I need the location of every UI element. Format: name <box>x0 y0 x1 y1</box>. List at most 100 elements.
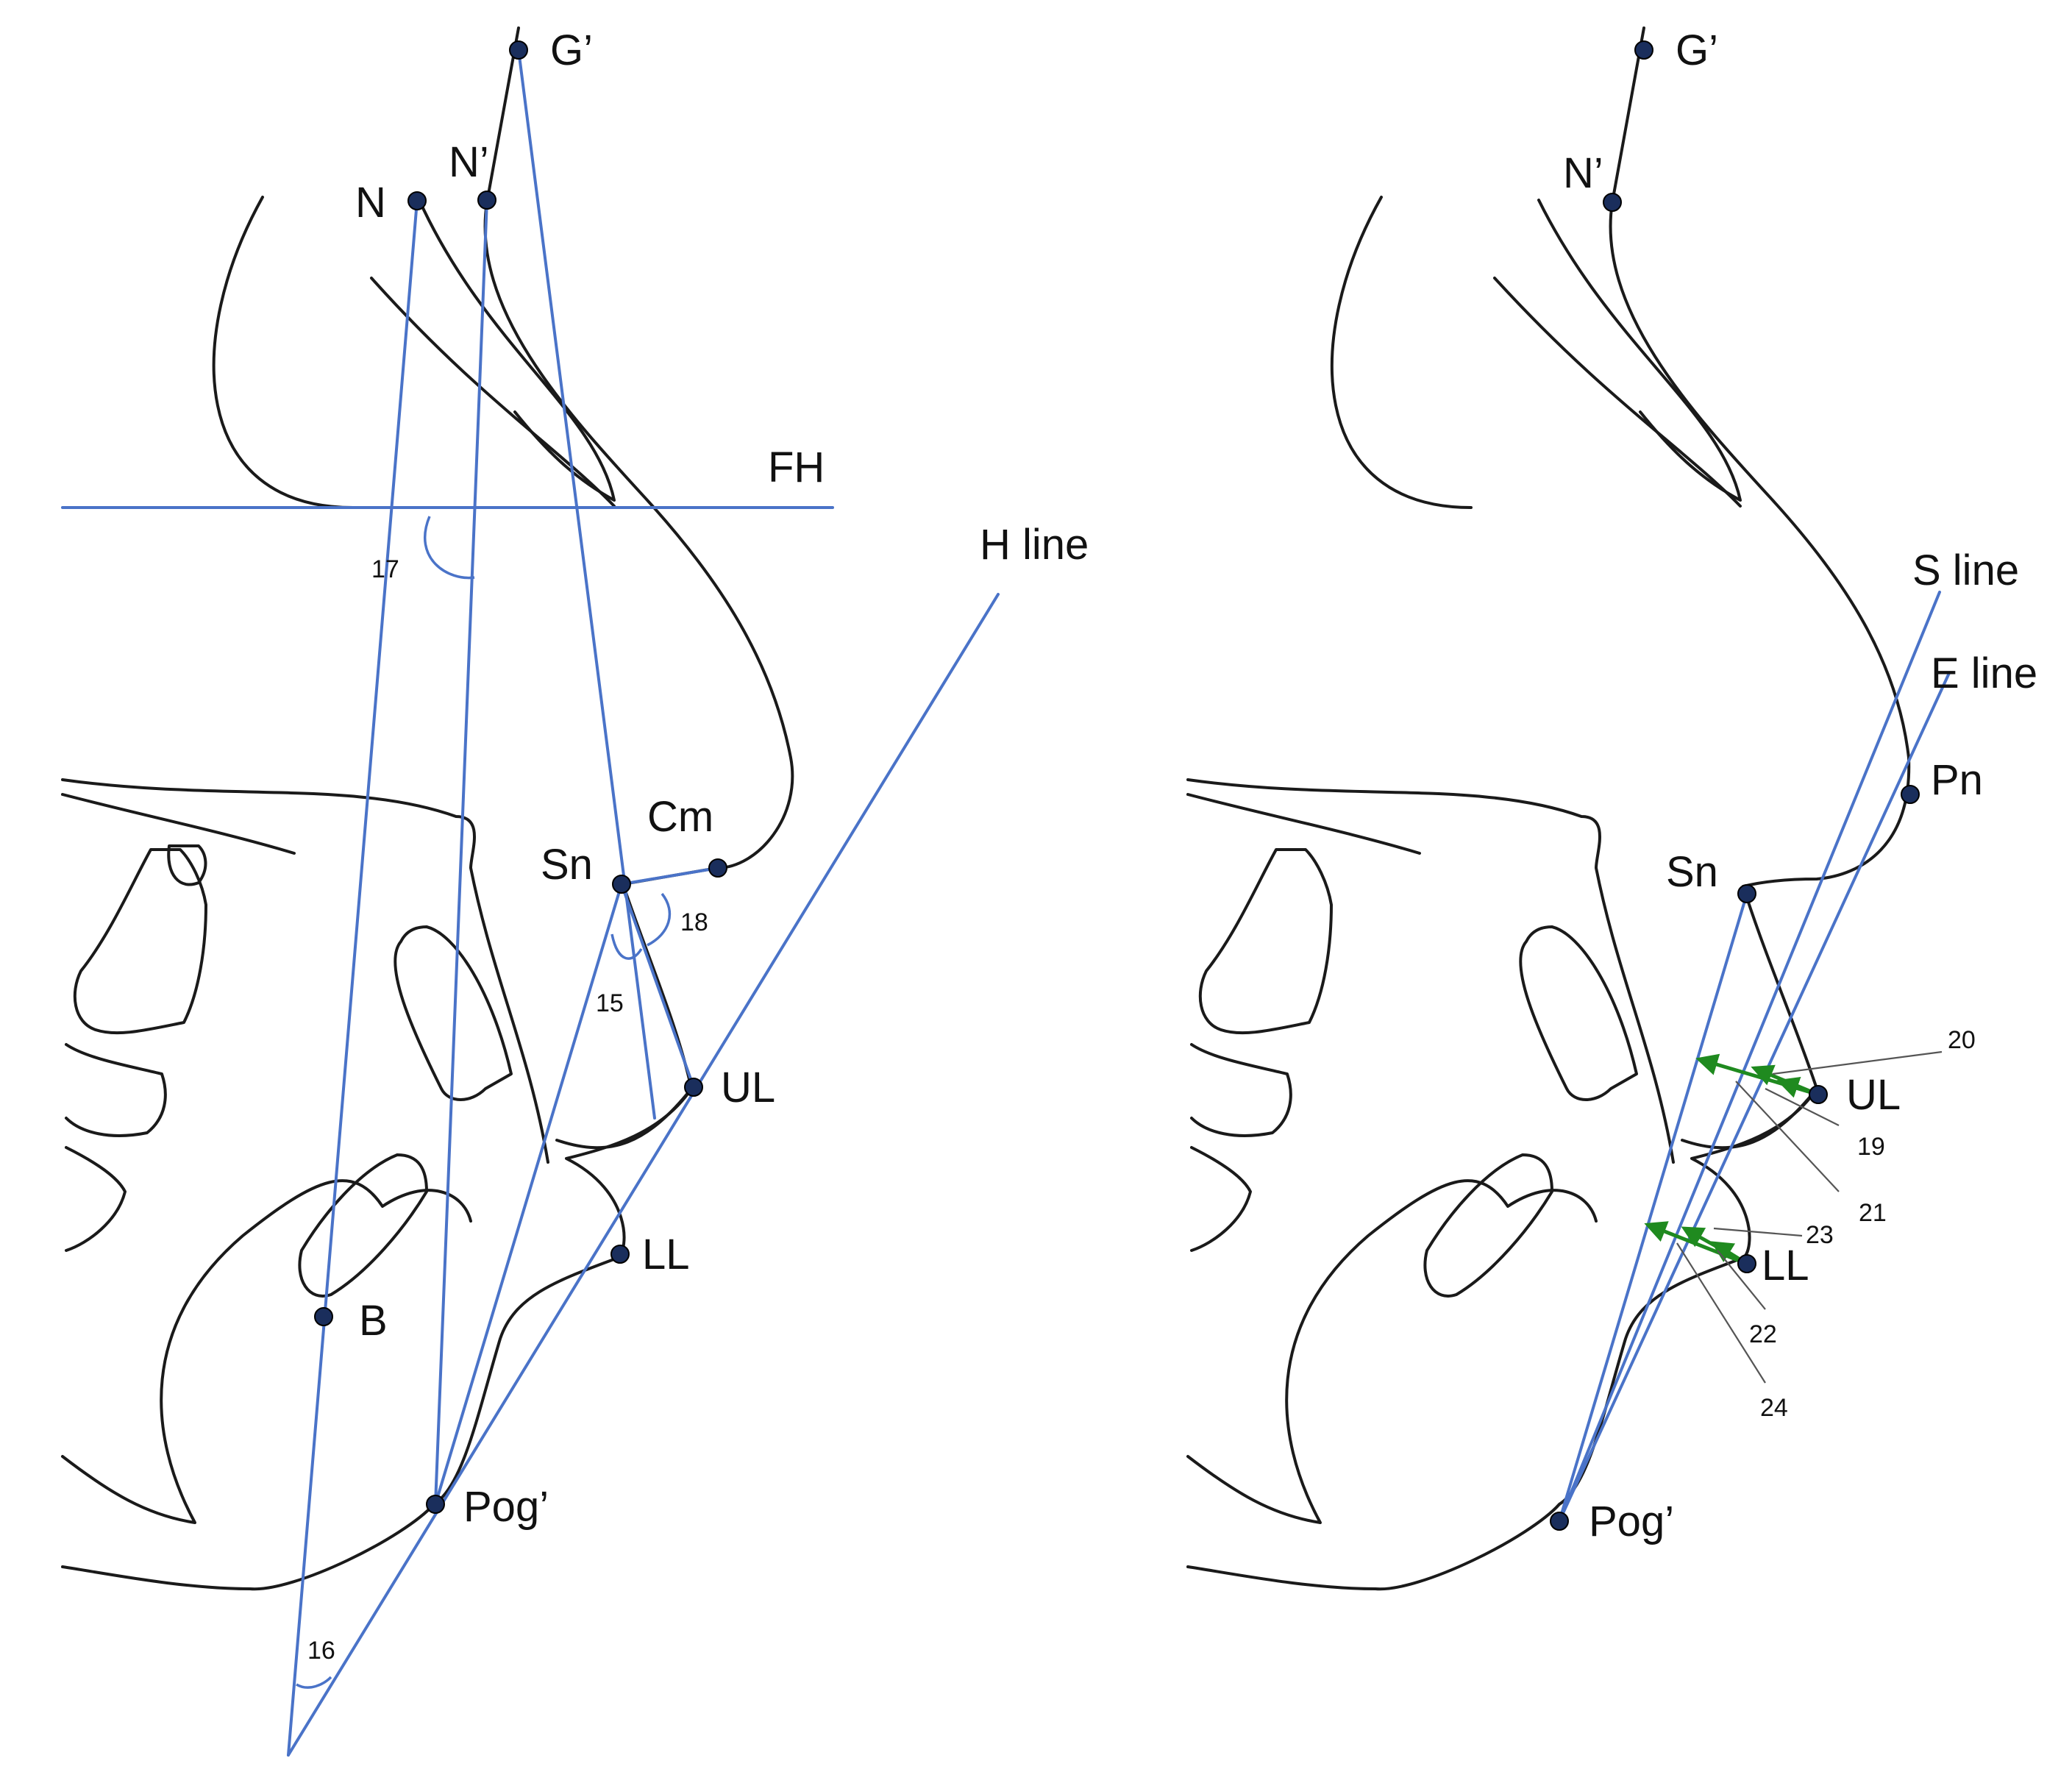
left-label-angle-15: 15 <box>596 989 624 1017</box>
g-ul-line <box>517 49 656 1120</box>
left-labels: G’ N N’ FH H line Cm Sn UL LL B Pog’ 17 … <box>307 26 1089 1665</box>
left-label-angle-18: 18 <box>680 908 708 936</box>
left-point-sn <box>612 875 631 894</box>
leader-19 <box>1765 1088 1840 1126</box>
right-point-pn <box>1901 785 1920 804</box>
right-facial-profile <box>1186 26 1911 1591</box>
right-maxilla-lower <box>1186 793 1421 855</box>
right-label-pn: Pn <box>1931 756 1983 804</box>
right-anatomy-outline <box>1186 26 1911 1591</box>
sn-pog-line <box>434 883 623 1506</box>
right-point-sn <box>1737 884 1756 903</box>
right-label-ul: UL <box>1846 1071 1901 1119</box>
right-molar-1 <box>1198 848 1333 1035</box>
right-point-pog <box>1550 1512 1569 1531</box>
left-maxilla-lower <box>61 793 296 855</box>
right-molar-3 <box>1190 1146 1252 1252</box>
leader-22 <box>1717 1250 1766 1310</box>
left-label-n: N <box>355 179 386 227</box>
left-point-g <box>509 40 528 60</box>
left-label-g: G’ <box>550 26 593 74</box>
right-label-ll: LL <box>1762 1242 1809 1289</box>
left-upper-lip-contour <box>555 1087 693 1150</box>
right-nasal-inner-curve <box>1537 199 1742 502</box>
left-maxilla-outline <box>61 778 549 1164</box>
right-label-pog: Pog’ <box>1589 1498 1674 1545</box>
right-point-ll <box>1737 1254 1756 1273</box>
right-label-g: G’ <box>1676 26 1718 74</box>
right-point-ul <box>1809 1085 1828 1104</box>
right-label-np: N’ <box>1563 149 1603 197</box>
right-lower-face-contour <box>1186 1179 1598 1524</box>
right-label-20: 20 <box>1948 1026 1976 1054</box>
right-nasal-bone-curve <box>1493 277 1742 508</box>
e-line <box>1558 672 1951 1523</box>
angle-16-arc <box>296 1676 332 1689</box>
right-label-19: 19 <box>1857 1133 1885 1161</box>
right-landmarks <box>1550 40 1920 1531</box>
h-line <box>287 593 1000 1757</box>
left-label-ul: UL <box>721 1064 775 1111</box>
angle-18-arc <box>647 892 671 947</box>
sn-ul-line <box>620 883 695 1089</box>
left-panel: G’ N N’ FH H line Cm Sn UL LL B Pog’ 17 … <box>61 26 1089 1757</box>
right-label-22: 22 <box>1749 1320 1777 1348</box>
angle-15-arc <box>610 933 643 960</box>
left-point-ll <box>610 1245 630 1264</box>
right-point-g <box>1634 40 1653 60</box>
leader-20 <box>1772 1050 1943 1075</box>
right-reference-lines <box>1558 591 1951 1523</box>
right-panel: G’ N’ S line E line Pn Sn UL LL Pog’ 20 … <box>1186 26 2037 1591</box>
leader-21 <box>1735 1081 1840 1192</box>
right-label-e-line: E line <box>1931 650 2037 697</box>
right-label-21: 21 <box>1859 1199 1887 1227</box>
right-orbit-curve <box>1330 196 1473 509</box>
right-label-23: 23 <box>1806 1221 1834 1249</box>
right-label-24: 24 <box>1760 1394 1788 1422</box>
left-facial-profile <box>61 26 794 1591</box>
leader-23 <box>1713 1227 1803 1237</box>
left-label-sn: Sn <box>541 841 593 889</box>
left-nasal-inner-curve <box>418 199 616 502</box>
right-label-s-line: S line <box>1912 547 2019 594</box>
left-label-b: B <box>359 1297 388 1345</box>
left-label-cm: Cm <box>647 793 713 841</box>
left-lower-face-contour <box>61 1179 472 1524</box>
sn-cm-line <box>620 867 719 886</box>
left-molar-2 <box>65 1043 167 1137</box>
left-incisor-lower <box>298 1153 428 1298</box>
left-landmarks <box>314 40 727 1514</box>
right-incisor-lower <box>1423 1153 1553 1298</box>
left-point-cm <box>708 858 727 878</box>
left-label-angle-17: 17 <box>371 555 399 583</box>
right-molar-2 <box>1190 1043 1292 1137</box>
left-label-h-line: H line <box>980 521 1089 569</box>
angle-17-arc <box>424 516 475 580</box>
right-maxilla-outline <box>1186 778 1675 1164</box>
left-label-ll: LL <box>642 1231 690 1278</box>
left-orbit-curve <box>212 196 355 509</box>
right-label-sn: Sn <box>1666 848 1718 896</box>
left-label-fh: FH <box>768 444 825 491</box>
leader-24 <box>1676 1242 1766 1384</box>
left-label-np: N’ <box>449 138 489 186</box>
left-nasal-bone-curve <box>370 277 616 508</box>
right-labels: G’ N’ S line E line Pn Sn UL LL Pog’ 20 … <box>1563 26 2037 1545</box>
left-label-pog: Pog’ <box>463 1483 549 1531</box>
left-point-n <box>407 191 427 210</box>
n-b-line <box>287 199 419 1757</box>
left-label-angle-16: 16 <box>307 1637 335 1665</box>
left-reference-lines <box>61 49 1000 1757</box>
left-point-pog <box>426 1495 445 1514</box>
left-molar-3 <box>65 1146 127 1252</box>
left-incisor-upper <box>394 925 513 1101</box>
left-point-ul <box>684 1078 703 1097</box>
left-anatomy-outline <box>61 26 794 1591</box>
left-point-np <box>477 191 496 210</box>
np-pog-line <box>434 199 488 1506</box>
s-line <box>1558 591 1941 1523</box>
left-molar-crown <box>167 844 207 886</box>
sn-pog-line-right <box>1558 892 1748 1523</box>
right-incisor-upper <box>1519 925 1638 1101</box>
